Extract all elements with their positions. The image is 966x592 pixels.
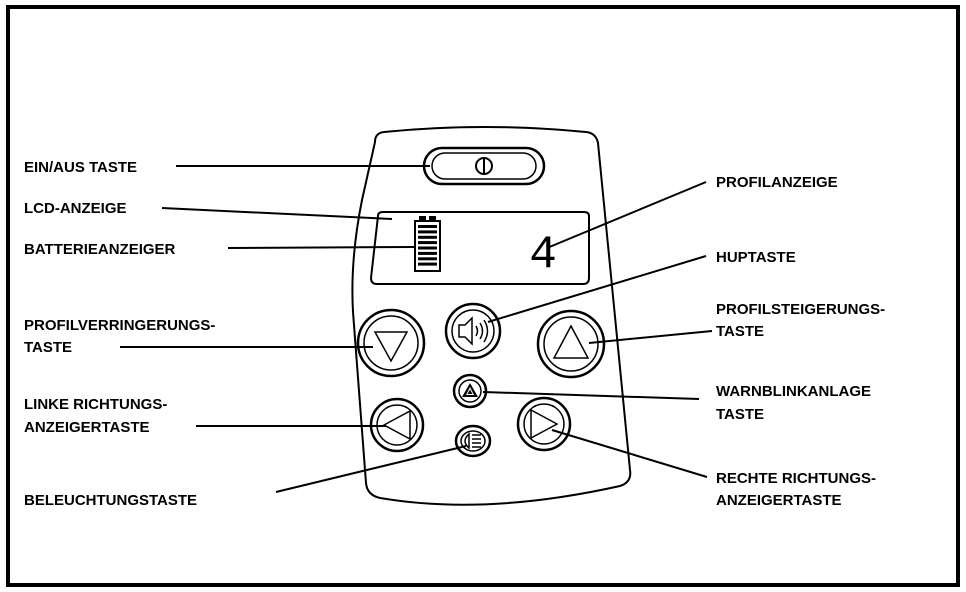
- hazard-button[interactable]: [452, 373, 488, 409]
- label-profile-decrease-1: PROFILVERRINGERUNGS-: [24, 317, 215, 334]
- leader-horn: [487, 255, 707, 323]
- battery-bar: [418, 225, 437, 228]
- label-profile-increase-2: TASTE: [716, 323, 764, 340]
- label-right-indicator-1: RECHTE RICHTUNGS-: [716, 470, 876, 487]
- label-hazard-2: TASTE: [716, 406, 764, 423]
- battery-bars: [418, 225, 437, 266]
- power-button[interactable]: [422, 146, 546, 186]
- leader-profile-increase: [588, 330, 713, 344]
- label-profile-decrease-2: TASTE: [24, 339, 72, 356]
- leader-hazard: [482, 391, 700, 400]
- leader-lines: [120, 165, 713, 493]
- leader-right-indicator: [551, 429, 708, 478]
- lighting-button[interactable]: [454, 424, 492, 458]
- battery-bar: [418, 262, 437, 266]
- profile-digit: 4: [529, 229, 557, 281]
- battery-bar: [418, 251, 437, 255]
- triangle-right-icon: [530, 408, 559, 440]
- profile-increase-button[interactable]: [536, 309, 606, 379]
- left-indicator-button[interactable]: [369, 397, 425, 453]
- label-lighting-button: BELEUCHTUNGSTASTE: [24, 492, 197, 509]
- label-power-button: EIN/AUS TASTE: [24, 159, 137, 176]
- label-left-indicator-2: ANZEIGERTASTE: [24, 419, 150, 436]
- label-battery-indicator: BATTERIEANZEIGER: [24, 241, 176, 258]
- label-profile-increase-1: PROFILSTEIGERUNGS-: [716, 301, 885, 318]
- label-lcd-display: LCD-ANZEIGE: [24, 200, 127, 217]
- headlight-icon: [464, 432, 481, 450]
- labels: EIN/AUS TASTE LCD-ANZEIGE BATTERIEANZEIG…: [24, 159, 885, 509]
- triangle-up-icon: [552, 324, 590, 359]
- label-profile-display: PROFILANZEIGE: [716, 174, 838, 191]
- leader-lcd: [161, 207, 393, 220]
- label-horn-button: HUPTASTE: [716, 249, 796, 266]
- leader-battery: [227, 246, 415, 249]
- battery-bar: [418, 241, 437, 245]
- horn-button[interactable]: [444, 302, 502, 360]
- label-hazard-1: WARNBLINKANLAGE: [716, 383, 871, 400]
- leader-lighting: [275, 445, 467, 493]
- battery-bar: [418, 230, 437, 234]
- label-right-indicator-2: ANZEIGERTASTE: [716, 492, 842, 509]
- right-indicator-button[interactable]: [516, 396, 572, 452]
- power-icon: [475, 157, 493, 175]
- battery-bar: [418, 246, 437, 250]
- hazard-icon: [462, 383, 478, 397]
- leader-profile-display: [546, 181, 707, 249]
- battery-bar: [418, 257, 437, 261]
- battery-icon: [414, 216, 441, 272]
- label-left-indicator-1: LINKE RICHTUNGS-: [24, 396, 167, 413]
- triangle-left-icon: [382, 409, 411, 441]
- horn-icon: [458, 316, 489, 346]
- triangle-down-icon: [373, 331, 409, 363]
- battery-bar: [418, 235, 437, 239]
- lcd-display: 4: [369, 211, 590, 285]
- profile-decrease-button[interactable]: [356, 308, 426, 378]
